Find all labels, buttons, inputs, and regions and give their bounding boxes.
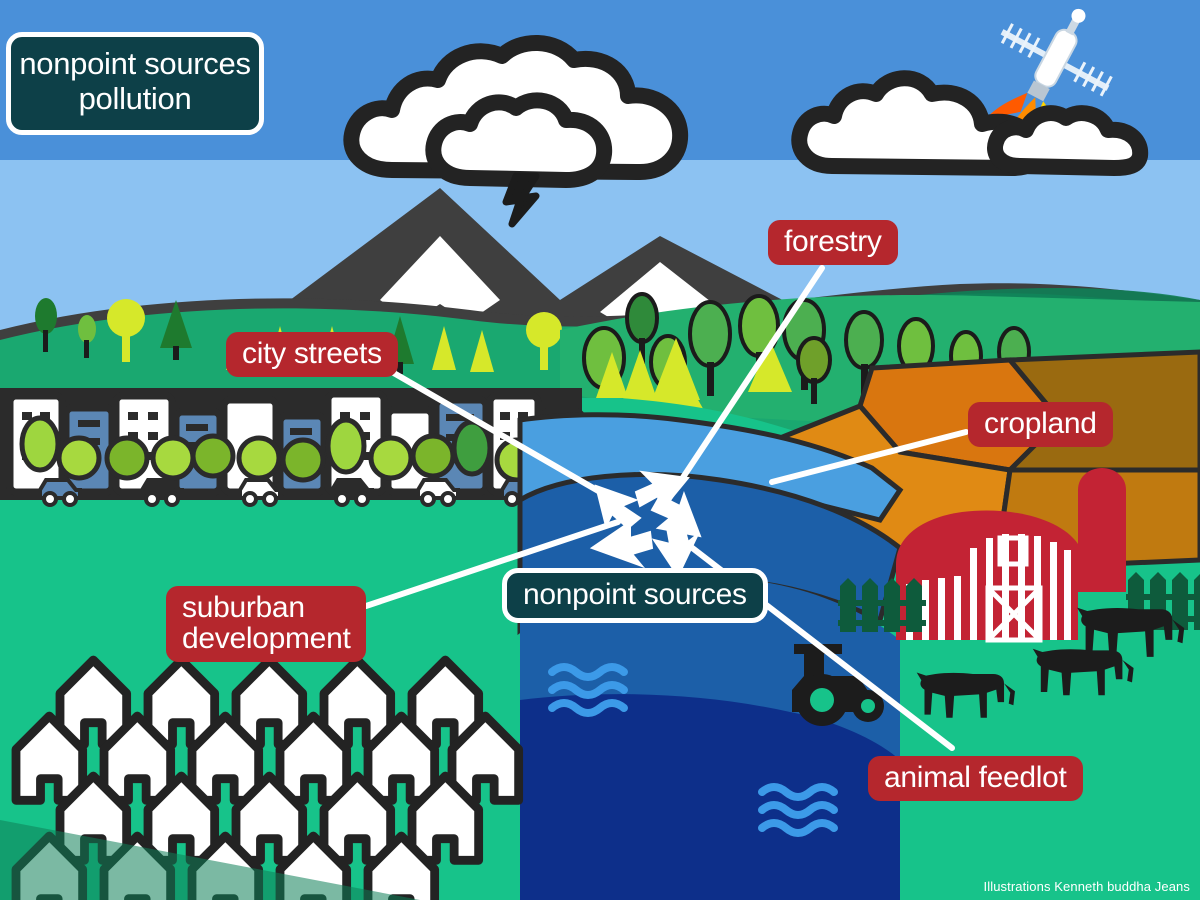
cloud-cluster-left: [343, 35, 689, 188]
page-title-line-2: pollution: [78, 80, 192, 116]
lightning-bolt-icon: [502, 172, 540, 228]
label-cropland[interactable]: cropland: [968, 402, 1113, 448]
label-animal-feedlot-text: animal feedlot: [884, 761, 1067, 794]
cloud-cluster-right: [791, 70, 1149, 176]
wave-marks: [548, 663, 838, 837]
label-suburban-line-2: development: [182, 622, 351, 656]
illustration-credit: Illustrations Kenneth buddha Jeans: [983, 879, 1190, 894]
label-animal-feedlot[interactable]: animal feedlot: [868, 756, 1083, 802]
silo: [1078, 468, 1126, 592]
label-forestry-text: forestry: [784, 225, 882, 258]
label-city-streets[interactable]: city streets: [226, 332, 398, 378]
label-suburban-development[interactable]: suburban development: [166, 586, 367, 663]
page-title: nonpoint sources pollution: [6, 32, 264, 136]
label-nonpoint-sources-text: nonpoint sources: [523, 578, 747, 611]
label-city-streets-text: city streets: [242, 337, 382, 370]
label-forestry[interactable]: forestry: [768, 220, 898, 266]
page-title-line-1: nonpoint sources: [19, 46, 251, 81]
foreground-grass: [0, 820, 420, 900]
label-suburban-line-1: suburban: [182, 591, 305, 624]
label-nonpoint-sources[interactable]: nonpoint sources: [502, 568, 768, 624]
label-cropland-text: cropland: [984, 407, 1097, 440]
city-cars: [38, 478, 544, 507]
